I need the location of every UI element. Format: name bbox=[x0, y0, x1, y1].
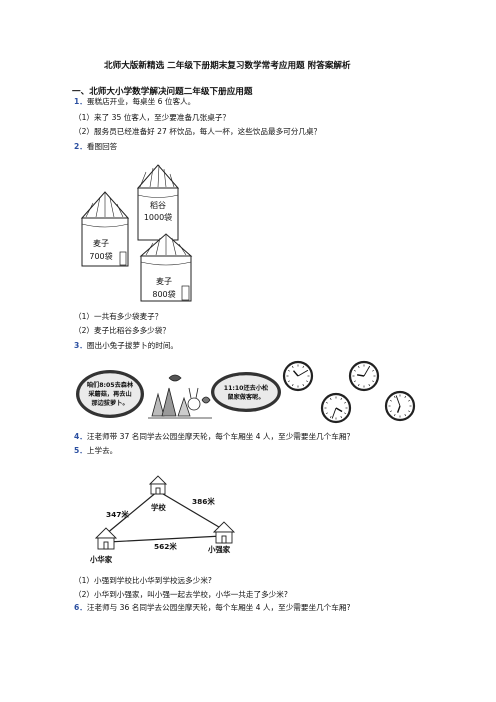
bubble-right-line-2: 鼠家做客呢。 bbox=[227, 393, 264, 401]
map-distance-386: 386米 bbox=[192, 497, 215, 506]
map-school-label: 学校 bbox=[151, 503, 166, 512]
bubble-right-line-1: 11:10还去小松 bbox=[224, 384, 269, 392]
school-route-map: 学校 小华家 小强家 347米 386米 562米 bbox=[89, 475, 236, 564]
question-3-text: 圈出小兔子拔萝卜的时间。 bbox=[86, 341, 179, 350]
question-2-text: 看图回答 bbox=[86, 142, 118, 151]
clocks-illustration bbox=[282, 360, 416, 424]
question-6-number: 6． bbox=[74, 603, 87, 612]
question-2-sub-2: （2）麦子比稻谷多多少袋？ bbox=[74, 326, 170, 335]
question-4-text: 汪老师带 37 名同学去公园坐摩天轮，每个车厢坐 4 人，至少需要坐几个车厢？ bbox=[86, 432, 355, 441]
question-1-number: 1． bbox=[74, 97, 87, 106]
wheat-right-amount: 800袋 bbox=[152, 289, 175, 299]
question-5: 5．上学去。 bbox=[74, 446, 117, 456]
question-1-sub-2: （2）服务员已经准备好 27 杯饮品，每人一杯，这些饮品最多可分几桌？ bbox=[74, 127, 322, 136]
question-6-text: 汪老师与 36 名同学去公园坐摩天轮，每个车厢坐 4 人，至少需要坐几个车厢? bbox=[86, 603, 351, 612]
question-1-sub-1: （1）来了 35 位客人，至少要准备几张桌子？ bbox=[74, 113, 231, 122]
map-huajia-label: 小华家 bbox=[89, 555, 113, 564]
rice-label: 稻谷 bbox=[150, 200, 166, 210]
clock-icon bbox=[320, 392, 352, 424]
clock-icon bbox=[384, 390, 416, 422]
question-5-text: 上学去。 bbox=[86, 446, 118, 455]
clock-icon bbox=[348, 360, 380, 392]
wheat-left-amount: 700袋 bbox=[89, 251, 112, 261]
map-distance-347: 347米 bbox=[106, 510, 129, 519]
question-5-number: 5． bbox=[74, 446, 87, 455]
wheat-left-label: 麦子 bbox=[93, 238, 109, 248]
bubble-left-line-1: 咱们8:05去森林 bbox=[87, 381, 134, 389]
page-title: 北师大版新精选 二年级下册期末复习数学常考应用题 附答案解析 bbox=[104, 61, 351, 71]
question-4: 4．汪老师带 37 名同学去公园坐摩天轮，每个车厢坐 4 人，至少需要坐几个车厢… bbox=[74, 432, 354, 442]
question-2-number: 2． bbox=[74, 142, 87, 151]
question-3: 3．圈出小兔子拔萝卜的时间。 bbox=[74, 341, 178, 351]
wheat-right-label: 麦子 bbox=[156, 276, 172, 286]
rice-amount: 1000袋 bbox=[144, 212, 172, 222]
granary-illustration: 稻谷 1000袋 麦子 700袋 麦子 800袋 bbox=[80, 164, 193, 302]
question-2-sub-1: （1）一共有多少袋麦子？ bbox=[74, 312, 163, 321]
question-6: 6．汪老师与 36 名同学去公园坐摩天轮，每个车厢坐 4 人，至少需要坐几个车厢… bbox=[74, 603, 350, 613]
question-2: 2．看图回答 bbox=[74, 142, 117, 152]
rabbit-scene-illustration: 咱们8:05去森林 采蘑菇，再去山 那边拔萝卜。 11:10还去小松 鼠家做客呢… bbox=[76, 370, 281, 419]
question-1-text: 蛋糕店开业，每桌坐 6 位客人。 bbox=[86, 97, 196, 106]
question-1: 1．蛋糕店开业，每桌坐 6 位客人。 bbox=[74, 97, 195, 107]
bubble-left-line-3: 那边拔萝卜。 bbox=[91, 399, 128, 407]
question-5-sub-1: （1）小强到学校比小华到学校远多少米? bbox=[74, 576, 212, 585]
question-4-number: 4． bbox=[74, 432, 87, 441]
clock-icon bbox=[282, 360, 314, 392]
bubble-left-line-2: 采蘑菇，再去山 bbox=[87, 390, 131, 398]
question-5-sub-2: （2）小华到小强家，叫小强一起去学校，小华一共走了多少米? bbox=[74, 590, 288, 599]
map-distance-562: 562米 bbox=[154, 542, 177, 551]
question-3-number: 3． bbox=[74, 341, 87, 350]
map-qiangjia-label: 小强家 bbox=[207, 545, 231, 554]
section-heading: 一、北师大小学数学解决问题二年级下册应用题 bbox=[72, 87, 253, 97]
